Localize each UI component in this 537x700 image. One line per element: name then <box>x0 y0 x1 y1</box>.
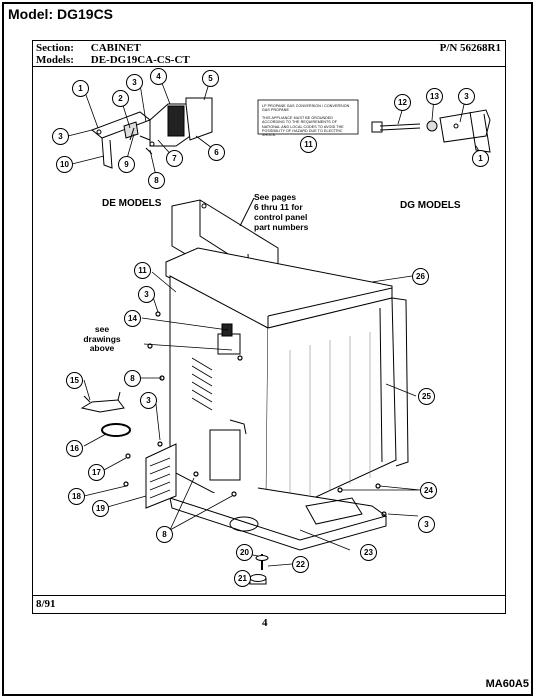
callout: 23 <box>360 544 377 561</box>
callout: 5 <box>202 70 219 87</box>
callout: 19 <box>92 500 109 517</box>
see-drawings-note: see drawings above <box>82 324 122 354</box>
callout: 8 <box>124 370 141 387</box>
callout: 6 <box>208 144 225 161</box>
model-title: Model: DG19CS <box>8 6 114 22</box>
page-number: 4 <box>262 617 268 629</box>
warning-label-outline <box>257 99 359 135</box>
wire-harness <box>80 391 125 413</box>
callout: 24 <box>420 482 437 499</box>
callout: 9 <box>118 156 135 173</box>
cabinet-base <box>169 487 388 551</box>
access-panel <box>145 443 177 509</box>
note-line: control panel <box>254 212 308 222</box>
section-line: Section: CABINET <box>36 42 141 54</box>
callout: 3 <box>126 74 143 91</box>
callout: 3 <box>140 392 157 409</box>
power-cord-assembly <box>371 109 491 153</box>
callout: 16 <box>66 440 83 457</box>
diagram-frame <box>32 40 506 614</box>
warning-label-text: LP PROPANE GAS CONVERSION / CONVERSION G… <box>262 104 354 141</box>
callout: 8 <box>156 526 173 543</box>
footer-rule <box>32 595 506 596</box>
document-code: MA60A5 <box>485 678 529 690</box>
revision-date: 8/91 <box>36 598 56 610</box>
callout: 18 <box>68 488 85 505</box>
control-panel-note: See pages 6 thru 11 for control panel pa… <box>254 192 308 232</box>
models-line: Models: DE-DG19CA-CS-CT <box>36 54 190 66</box>
callout: 3 <box>138 286 155 303</box>
note-line: see <box>94 324 110 334</box>
section-label: Section: <box>36 42 74 54</box>
callout: 10 <box>56 156 73 173</box>
part-number: P/N 56268R1 <box>439 42 501 54</box>
callout: 12 <box>394 94 411 111</box>
callout: 14 <box>124 310 141 327</box>
terminal-block-assembly <box>91 97 213 169</box>
callout: 3 <box>52 128 69 145</box>
note-line: part numbers <box>254 222 309 232</box>
de-models-label: DE MODELS <box>102 198 162 209</box>
ring-part <box>101 423 131 437</box>
callout: 22 <box>292 556 309 573</box>
callout: 1 <box>472 150 489 167</box>
dg-models-label: DG MODELS <box>400 200 461 211</box>
callout: 15 <box>66 372 83 389</box>
callout: 17 <box>88 464 105 481</box>
note-line: 6 thru 11 for <box>254 202 303 212</box>
callout: 3 <box>458 88 475 105</box>
cabinet-body <box>169 275 409 521</box>
note-line: See pages <box>254 192 297 202</box>
callout: 8 <box>148 172 165 189</box>
callout: 11 <box>300 136 317 153</box>
callout: 11 <box>134 262 151 279</box>
callout: 3 <box>418 516 435 533</box>
callout: 7 <box>166 150 183 167</box>
note-line: above <box>89 343 115 353</box>
callout: 21 <box>234 570 251 587</box>
callout: 26 <box>412 268 429 285</box>
header-rule <box>32 66 506 67</box>
callout: 25 <box>418 388 435 405</box>
callout: 1 <box>72 80 89 97</box>
note-line: drawings <box>83 333 121 344</box>
callout: 13 <box>426 88 443 105</box>
section-value: CABINET <box>90 42 141 54</box>
warning-label-line-2: THIS APPLIANCE MUST BE GROUNDED ACCORDIN… <box>262 115 344 138</box>
models-value: DE-DG19CA-CS-CT <box>90 54 190 66</box>
callout: 2 <box>112 90 129 107</box>
warning-label-line-1: LP PROPANE GAS CONVERSION / CONVERSION G… <box>262 104 350 113</box>
models-label: Models: <box>36 54 74 66</box>
leader-lines <box>67 77 483 579</box>
callout: 20 <box>236 544 253 561</box>
leveling-legs <box>249 554 269 585</box>
callout: 4 <box>150 68 167 85</box>
